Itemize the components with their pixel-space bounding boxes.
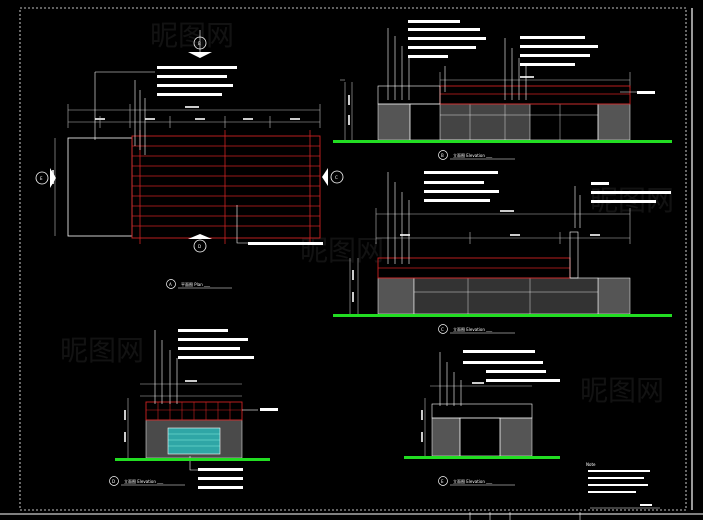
glass-panel bbox=[167, 427, 221, 455]
svg-text:C: C bbox=[441, 327, 444, 332]
pergola-slats bbox=[132, 130, 320, 244]
notes-block: Note bbox=[586, 462, 660, 509]
stone-base-middle bbox=[439, 103, 531, 141]
svg-text:A: A bbox=[169, 282, 172, 287]
dimension-values bbox=[352, 210, 600, 302]
watermark-layer: 昵图网 昵图网 昵图网 昵图网 昵图网 bbox=[60, 19, 674, 407]
svg-text:立面图 Elevation ___: 立面图 Elevation ___ bbox=[124, 478, 164, 484]
bench-body bbox=[413, 277, 599, 315]
ground-line bbox=[333, 314, 672, 317]
svg-text:B: B bbox=[441, 153, 444, 158]
notes-tag bbox=[640, 504, 652, 506]
view-title-a: A 平面图 Plan ___ bbox=[166, 279, 232, 289]
section-marker-e: E bbox=[35, 168, 56, 188]
pergola-beam bbox=[439, 85, 631, 105]
stone-base-left bbox=[377, 277, 415, 315]
view-title-c: C 立面图 Elevation ___ bbox=[438, 324, 515, 334]
watermark-text: 昵图网 bbox=[60, 334, 144, 367]
annotation-text-bars bbox=[178, 329, 278, 489]
annotation-text-bars bbox=[408, 20, 655, 94]
watermark-text: 昵图网 bbox=[580, 374, 664, 407]
stone-base-right bbox=[499, 417, 533, 457]
svg-text:E: E bbox=[441, 479, 444, 484]
annotation-text-bars bbox=[157, 66, 323, 245]
svg-text:B: B bbox=[198, 41, 201, 46]
view-a-plan: B C D E A 平面图 Plan ___ bbox=[35, 30, 344, 289]
svg-text:立面图 Elevation ___: 立面图 Elevation ___ bbox=[453, 326, 493, 332]
sheet-border bbox=[19, 7, 687, 511]
view-title-d: D 立面图 Elevation ___ bbox=[109, 476, 185, 486]
leader-lines bbox=[439, 352, 462, 406]
ground-line bbox=[404, 456, 560, 459]
pergola-frame bbox=[131, 135, 321, 239]
stone-base-right bbox=[597, 277, 631, 315]
annotation-text-bars bbox=[424, 171, 671, 203]
svg-text:立面图 Elevation ___: 立面图 Elevation ___ bbox=[453, 152, 493, 158]
view-title-e: E 立面图 Elevation ___ bbox=[438, 476, 515, 486]
svg-text:立面图 Elevation ___: 立面图 Elevation ___ bbox=[453, 478, 493, 484]
watermark-text: 昵图网 bbox=[300, 234, 384, 267]
leader-lines bbox=[387, 28, 637, 100]
watermark-text: 昵图网 bbox=[150, 19, 234, 52]
pergola-beam bbox=[431, 403, 533, 419]
view-d-elevation: D 立面图 Elevation ___ bbox=[109, 329, 278, 489]
svg-text:D: D bbox=[112, 479, 115, 484]
dimension-values bbox=[95, 106, 300, 120]
bench-joints bbox=[414, 278, 598, 314]
section-marker-d: D bbox=[188, 234, 212, 253]
dimension-lines bbox=[340, 72, 631, 140]
section-marker-b: B bbox=[188, 30, 212, 58]
dimension-ticks bbox=[67, 104, 321, 128]
section-marker-c: C bbox=[322, 168, 344, 186]
view-b-elevation: B 立面图 Elevation ___ bbox=[333, 20, 672, 160]
stone-base-left bbox=[377, 103, 411, 141]
dimension-values bbox=[348, 76, 534, 125]
svg-text:E: E bbox=[40, 176, 43, 181]
bottom-edge-marks bbox=[469, 512, 581, 520]
ground-line bbox=[115, 458, 270, 461]
ground-line bbox=[333, 140, 672, 143]
column-right bbox=[569, 231, 579, 279]
glass-panel-lines bbox=[168, 433, 220, 447]
pergola-rafters bbox=[146, 402, 242, 420]
notes-lines bbox=[588, 470, 650, 493]
notes-heading: Note bbox=[586, 462, 596, 467]
svg-text:C: C bbox=[335, 175, 338, 180]
svg-text:D: D bbox=[198, 244, 201, 249]
view-e-elevation: E 立面图 Elevation ___ bbox=[404, 350, 560, 486]
leader-lines bbox=[387, 172, 581, 264]
dimension-lines bbox=[127, 383, 242, 458]
stone-base-right bbox=[597, 103, 631, 141]
leader-lines bbox=[94, 71, 248, 244]
svg-text:平面图 Plan ___: 平面图 Plan ___ bbox=[181, 281, 211, 287]
annotation-text-bars bbox=[463, 350, 560, 382]
plan-slab-outline bbox=[67, 137, 133, 237]
dimension-lines bbox=[349, 208, 631, 314]
bench-joints bbox=[440, 104, 598, 140]
view-c-elevation: C 立面图 Elevation ___ bbox=[333, 171, 672, 334]
view-title-b: B 立面图 Elevation ___ bbox=[438, 150, 515, 160]
bench-body bbox=[459, 417, 501, 457]
dimension-values bbox=[421, 382, 484, 442]
dimension-values bbox=[124, 380, 197, 442]
stone-base-left bbox=[431, 417, 461, 457]
